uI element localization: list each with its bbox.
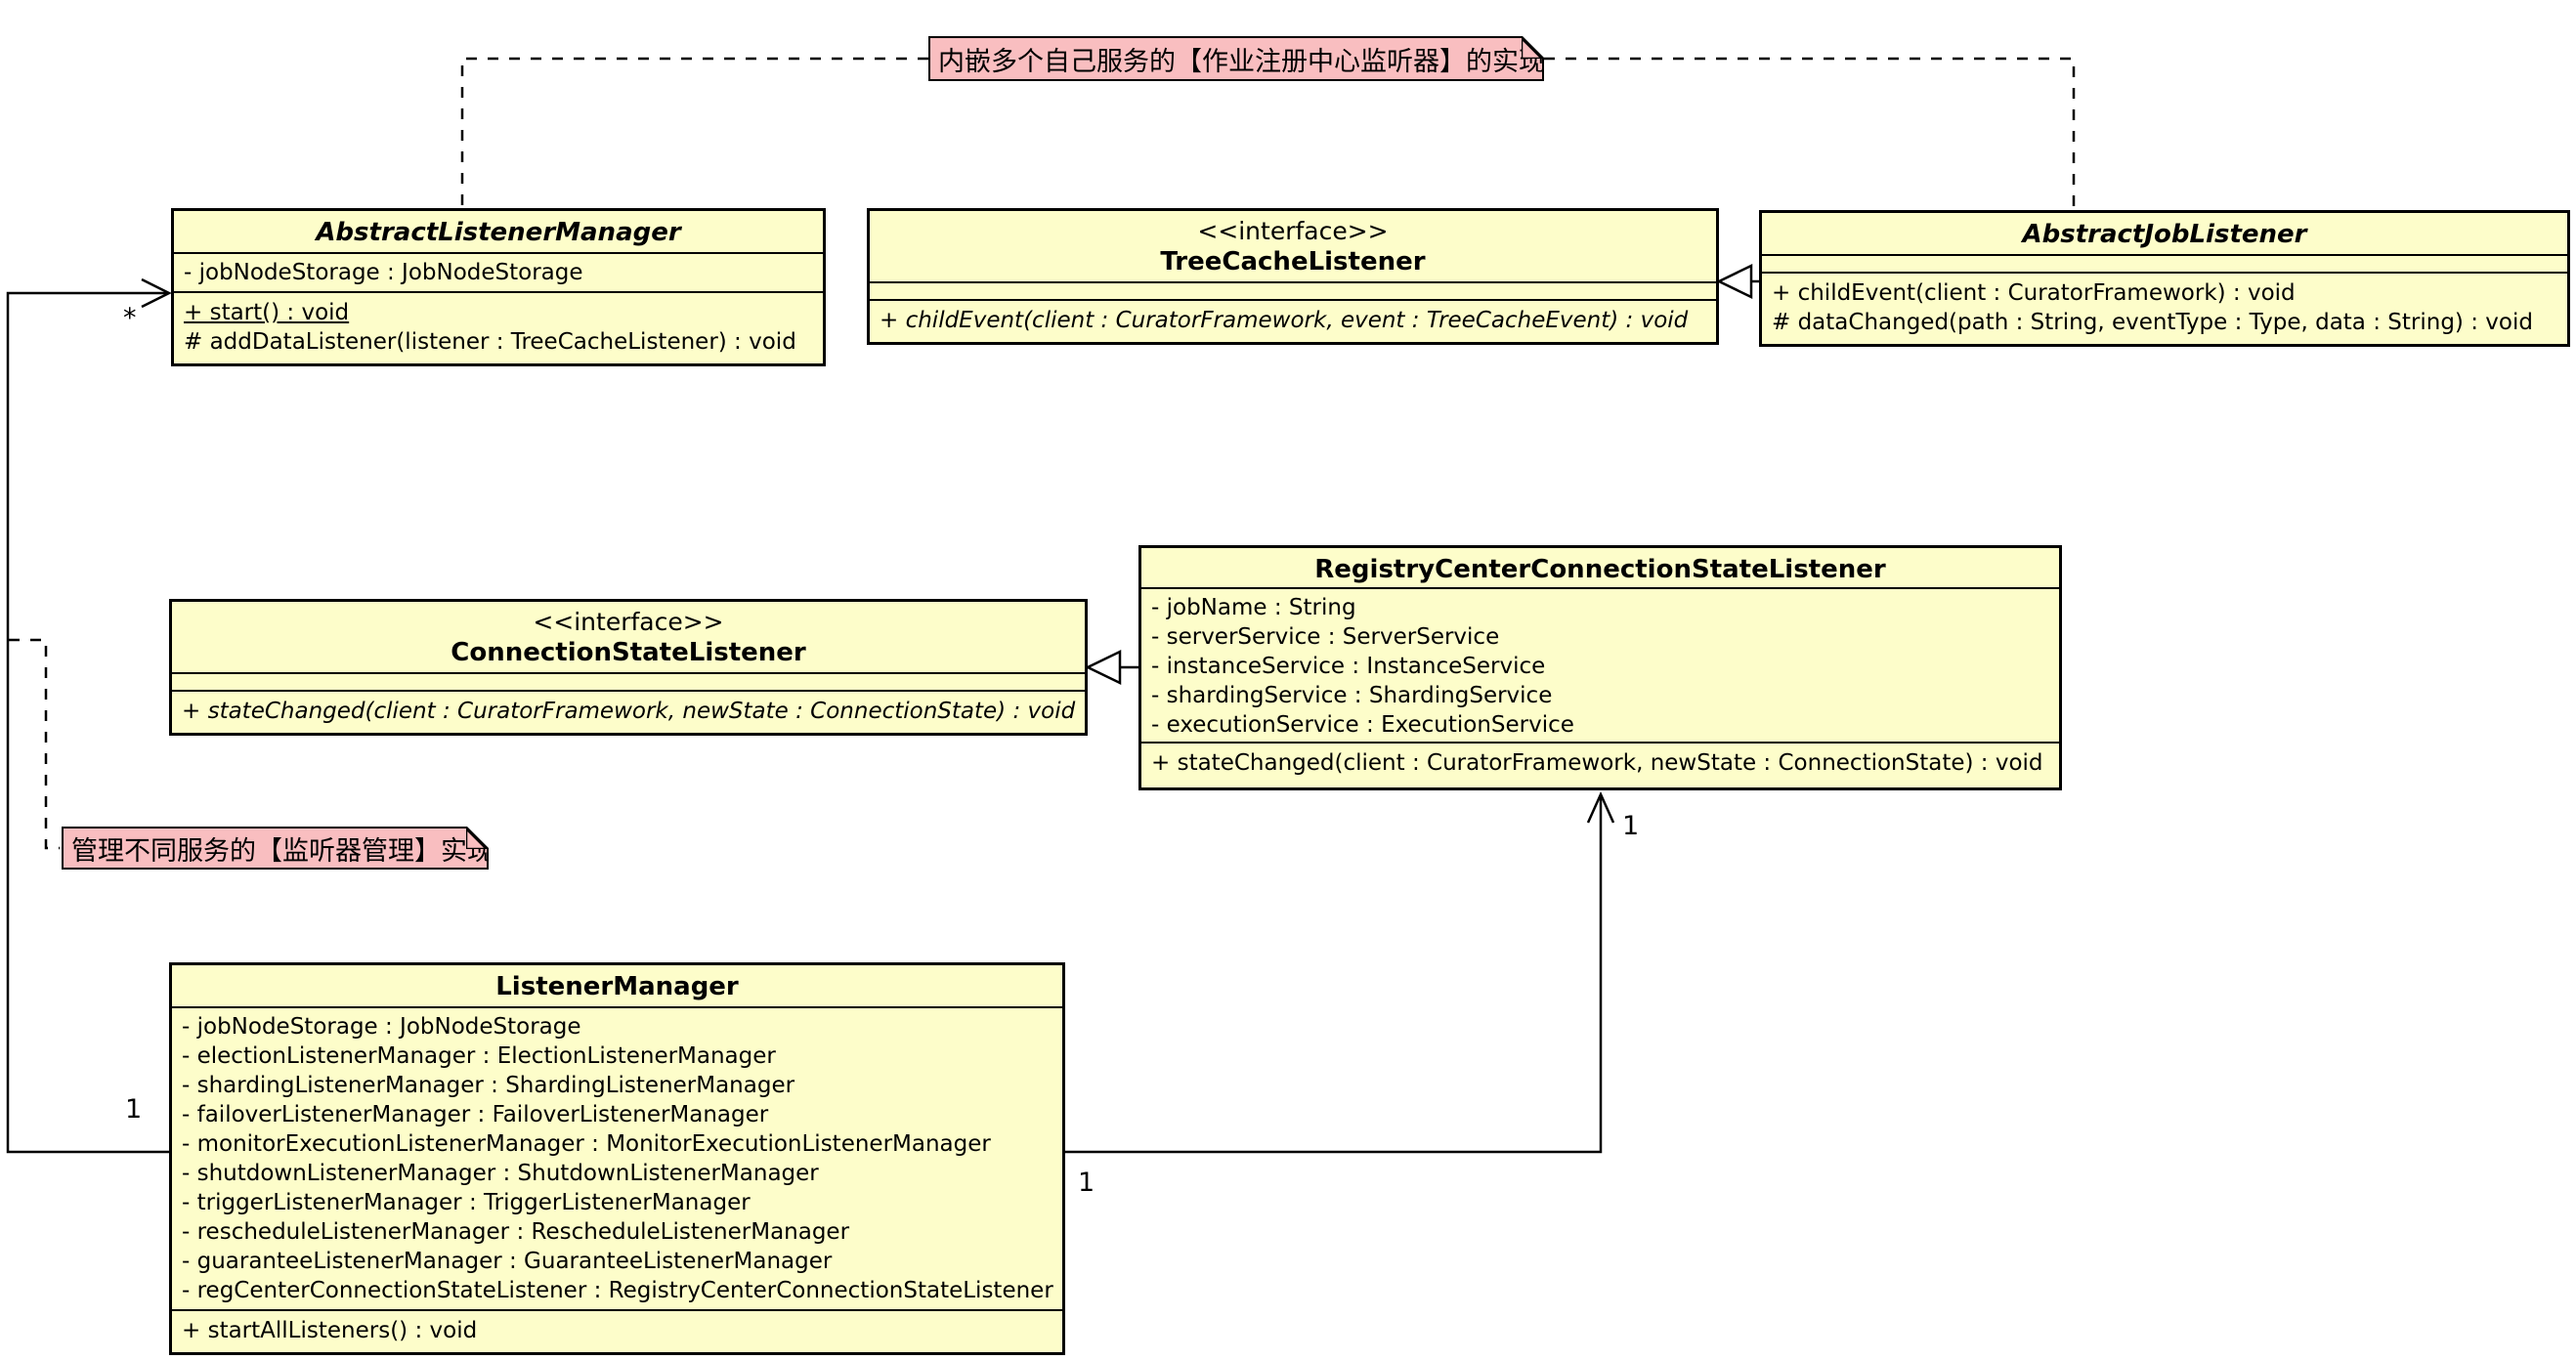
attribute-row: - regCenterConnectionStateListener : Reg… <box>182 1278 1053 1303</box>
note-link-top-left <box>460 57 928 207</box>
method-row: + startAllListeners() : void <box>182 1318 478 1343</box>
note-text: 管理不同服务的【监听器管理】实现 <box>64 829 487 868</box>
class-title: ListenerManager <box>172 965 1062 1006</box>
hollow-triangle-icon <box>1716 264 1753 299</box>
stereotype-label: <<interface>> <box>533 608 724 636</box>
class-box-abstract-job-listener: AbstractJobListener + childEvent(client … <box>1759 210 2570 347</box>
multiplicity-star: * <box>123 303 137 333</box>
method-row: + stateChanged(client : CuratorFramework… <box>182 699 1076 724</box>
attribute-row: - monitorExecutionListenerManager : Moni… <box>182 1131 991 1157</box>
attribute-row: - shardingListenerManager : ShardingList… <box>182 1073 795 1098</box>
multiplicity-one: 1 <box>1078 1168 1095 1198</box>
method-row: + childEvent(client : CuratorFramework) … <box>1772 280 2296 306</box>
note-registry-center-listeners: 内嵌多个自己服务的【作业注册中心监听器】的实现 <box>928 36 1544 81</box>
methods-compartment: + childEvent(client : CuratorFramework, … <box>870 299 1716 342</box>
method-row: # addDataListener(listener : TreeCacheLi… <box>184 329 796 355</box>
class-name: ListenerManager <box>495 972 739 1001</box>
attributes-compartment: - jobNodeStorage : JobNodeStorage <box>174 252 823 291</box>
class-name: AbstractJobListener <box>2022 220 2307 249</box>
class-box-connection-state-listener: <<interface>> ConnectionStateListener + … <box>169 599 1088 736</box>
class-title: <<interface>> TreeCacheListener <box>870 211 1716 281</box>
class-title: AbstractListenerManager <box>174 211 823 252</box>
class-box-tree-cache-listener: <<interface>> TreeCacheListener + childE… <box>867 208 1719 345</box>
class-name: AbstractListenerManager <box>316 218 681 247</box>
attribute-row: - executionService : ExecutionService <box>1151 712 1574 738</box>
class-title: <<interface>> ConnectionStateListener <box>172 602 1085 672</box>
attribute-row: - jobName : String <box>1151 595 1356 620</box>
class-box-abstract-listener-manager: AbstractListenerManager - jobNodeStorage… <box>171 208 826 366</box>
attribute-row: - shardingService : ShardingService <box>1151 683 1553 708</box>
association-listenermanager-regcenterlistener <box>1065 795 1603 1154</box>
methods-compartment: + stateChanged(client : CuratorFramework… <box>1141 742 2059 787</box>
methods-compartment: + childEvent(client : CuratorFramework) … <box>1762 272 2567 344</box>
open-arrowhead-icon <box>1586 790 1615 824</box>
note-text: 内嵌多个自己服务的【作业注册中心监听器】的实现 <box>930 38 1542 79</box>
class-title: AbstractJobListener <box>1762 213 2567 254</box>
method-row: + stateChanged(client : CuratorFramework… <box>1151 750 2043 776</box>
hollow-triangle-icon <box>1085 650 1122 685</box>
attribute-row: - jobNodeStorage : JobNodeStorage <box>184 260 583 285</box>
note-link-top-right <box>1544 57 2076 209</box>
note-fold-icon <box>466 829 487 849</box>
attribute-row: - failoverListenerManager : FailoverList… <box>182 1102 769 1127</box>
methods-compartment: + stateChanged(client : CuratorFramework… <box>172 690 1085 733</box>
attribute-row: - rescheduleListenerManager : Reschedule… <box>182 1219 850 1245</box>
class-name: TreeCacheListener <box>1160 247 1426 276</box>
method-row: + childEvent(client : CuratorFramework, … <box>880 308 1689 333</box>
note-fold-icon <box>1522 38 1542 59</box>
attribute-row: - instanceService : InstanceService <box>1151 654 1546 679</box>
multiplicity-one: 1 <box>125 1094 143 1125</box>
attributes-compartment: - jobName : String - serverService : Ser… <box>1141 587 2059 742</box>
attribute-row: - shutdownListenerManager : ShutdownList… <box>182 1161 819 1186</box>
attribute-row: - serverService : ServerService <box>1151 624 1500 650</box>
class-box-registry-center-connection-state-listener: RegistryCenterConnectionStateListener - … <box>1138 545 2062 790</box>
method-row: + start() : void <box>184 300 350 325</box>
method-row: # dataChanged(path : String, eventType :… <box>1772 310 2533 335</box>
class-title: RegistryCenterConnectionStateListener <box>1141 548 2059 587</box>
methods-compartment: + startAllListeners() : void <box>172 1309 1062 1352</box>
note-listener-manager: 管理不同服务的【监听器管理】实现 <box>62 827 489 870</box>
note-link-left <box>9 638 60 850</box>
attribute-row: - jobNodeStorage : JobNodeStorage <box>182 1014 581 1040</box>
attribute-row: - guaranteeListenerManager : GuaranteeLi… <box>182 1249 833 1274</box>
attribute-row: - triggerListenerManager : TriggerListen… <box>182 1190 751 1215</box>
stereotype-label: <<interface>> <box>1197 217 1389 245</box>
attributes-compartment <box>1762 254 2567 272</box>
attribute-row: - electionListenerManager : ElectionList… <box>182 1043 776 1069</box>
attributes-compartment: - jobNodeStorage : JobNodeStorage - elec… <box>172 1006 1062 1309</box>
attributes-compartment <box>172 672 1085 690</box>
attributes-compartment <box>870 281 1716 299</box>
class-box-listener-manager: ListenerManager - jobNodeStorage : JobNo… <box>169 962 1065 1355</box>
open-arrowhead-icon <box>141 277 172 309</box>
class-name: ConnectionStateListener <box>451 638 806 667</box>
class-name: RegistryCenterConnectionStateListener <box>1314 555 1886 584</box>
multiplicity-one: 1 <box>1622 811 1640 841</box>
methods-compartment: + start() : void # addDataListener(liste… <box>174 291 823 363</box>
association-listenermanager-abstractlistenermanager <box>6 291 169 1154</box>
